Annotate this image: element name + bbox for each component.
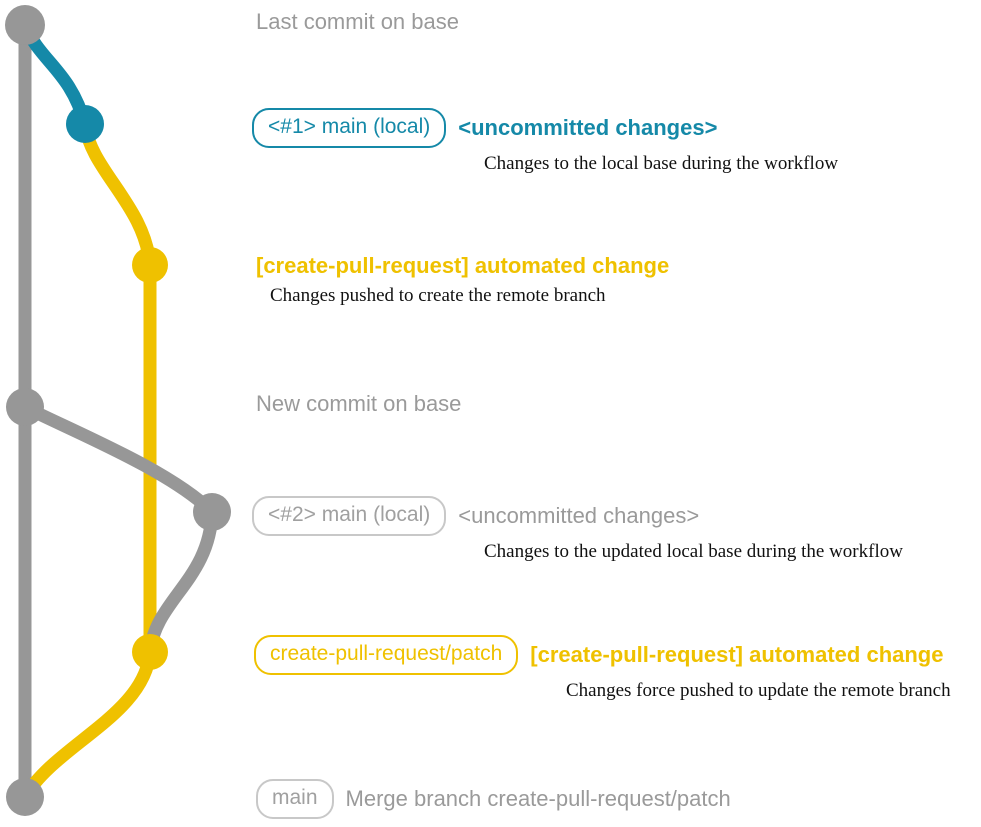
commit-subject: Merge branch create-pull-request/patch xyxy=(345,786,731,811)
commit-note: Changes to the local base during the wor… xyxy=(484,153,839,174)
edge-remote-patch-to-merge xyxy=(18,645,157,804)
edge-base-new-to-local2 xyxy=(18,400,219,519)
ref-badge-main[interactable]: main xyxy=(256,779,334,819)
commit-row-new-commit-on-base: New commit on base xyxy=(256,390,461,418)
commit-node-local-2 xyxy=(193,493,231,531)
commit-note: Changes to the updated local base during… xyxy=(484,541,903,562)
commit-note: Changes pushed to create the remote bran… xyxy=(270,285,606,306)
commit-row-last-commit-on-base: Last commit on base xyxy=(256,8,459,36)
commit-node-base-merge xyxy=(6,778,44,816)
commit-node-remote-patch xyxy=(132,634,168,670)
commit-node-local-1 xyxy=(66,105,104,143)
commit-note: Changes force pushed to update the remot… xyxy=(566,680,951,701)
ref-badge-main-local-2[interactable]: <#2> main (local) xyxy=(252,496,447,536)
commit-node-base-new xyxy=(6,388,44,426)
commit-node-base-head xyxy=(5,5,45,45)
commit-subject: <uncommitted changes> xyxy=(458,115,718,140)
commit-row-remote-create-branch: [create-pull-request] automated change C… xyxy=(256,252,669,308)
commit-subject: New commit on base xyxy=(256,391,462,416)
commit-row-local-uncommitted-1: <#1> main (local) <uncommitted changes> … xyxy=(252,108,838,176)
commit-subject: Last commit on base xyxy=(256,9,459,34)
commit-subject: <uncommitted changes> xyxy=(458,503,700,528)
git-commit-graph xyxy=(5,5,231,816)
commit-row-remote-update-branch: create-pull-request/patch [create-pull-r… xyxy=(254,635,951,703)
ref-badge-create-pull-request-patch[interactable]: create-pull-request/patch xyxy=(254,635,519,675)
commit-subject: [create-pull-request] automated change xyxy=(530,642,944,667)
commit-node-remote-create xyxy=(132,247,168,283)
ref-badge-main-local-1[interactable]: <#1> main (local) xyxy=(252,108,447,148)
commit-row-local-uncommitted-2: <#2> main (local) <uncommitted changes> … xyxy=(252,496,903,564)
commit-row-merge-commit: main Merge branch create-pull-request/pa… xyxy=(256,779,731,819)
commit-subject: [create-pull-request] automated change xyxy=(256,253,670,278)
